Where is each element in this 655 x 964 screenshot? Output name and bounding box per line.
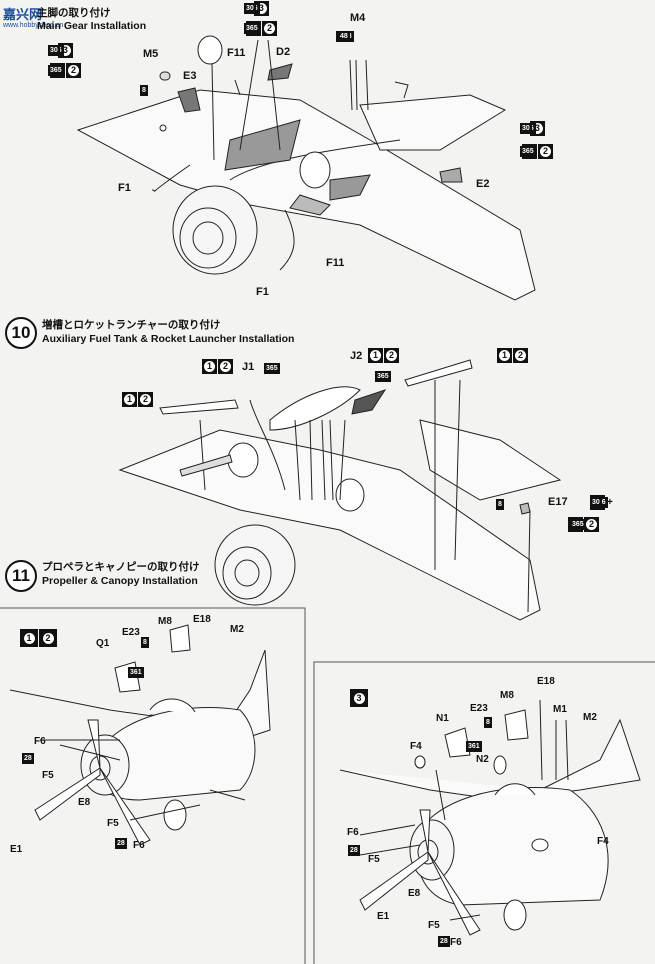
step9-mark-365-1-2-top: 365 12 [244, 20, 278, 36]
part-label-m1-right: M1 [553, 704, 567, 715]
step10-title-en: Auxiliary Fuel Tank & Rocket Launcher In… [42, 333, 295, 345]
part-label-f6-right-a: F6 [347, 827, 359, 838]
step9-title-jp: 主脚の取り付け [37, 7, 111, 19]
part-label-j1: J1 [242, 361, 255, 373]
part-label-e18-left: E18 [193, 614, 211, 625]
part-label-q1-left: Q1 [96, 638, 110, 649]
step11-number-badge: 11 [5, 560, 37, 592]
step9-aircraft-drawing [76, 35, 536, 301]
part-label-e8-right: E8 [408, 888, 421, 899]
part-label-f5-left-a: F5 [42, 770, 54, 781]
step11-title-en: Propeller & Canopy Installation [42, 575, 198, 587]
part-label-e2: E2 [476, 178, 490, 190]
part-label-m2-left: M2 [230, 624, 244, 635]
part-label-e23-right: E23 [470, 703, 488, 714]
part-label-d2: D2 [276, 46, 291, 58]
step10-number-badge: 10 [5, 317, 37, 349]
part-label-m5: M5 [143, 48, 159, 60]
part-label-f5-right-b: F5 [428, 920, 440, 931]
part-label-e3: E3 [183, 70, 197, 82]
step9-mark-365-1-2-right: 365 12 [520, 143, 554, 159]
part-label-f4-right-a: F4 [410, 741, 422, 752]
part-label-f6-right-b: F6 [450, 937, 462, 948]
part-label-n2-right: N2 [476, 754, 489, 765]
part-label-m4: M4 [350, 12, 366, 24]
step10-mark-1-2-365: 12 365 [568, 516, 600, 532]
part-label-e17: E17 [548, 496, 568, 508]
watermark-logo: 嘉兴网 [3, 7, 43, 22]
part-label-n1-right: N1 [436, 713, 449, 724]
part-label-f11-top: F11 [227, 47, 246, 59]
part-label-e8-left: E8 [78, 797, 91, 808]
step9-mark-316-30-3-right: 316+30 3 [520, 120, 546, 136]
part-label-f11-bottom: F11 [326, 257, 345, 269]
step11-right-mark-3: 3 [350, 689, 369, 707]
watermark-url: www.hobbyshop.cn [3, 22, 64, 29]
part-label-m8-left: M8 [158, 616, 172, 627]
step11-right-aircraft-drawing [339, 699, 641, 936]
step11-left-aircraft-drawing [9, 624, 271, 846]
part-label-e23-left: E23 [122, 627, 140, 638]
step10-mark-3-316-30: 3 316+30 [590, 494, 613, 510]
part-label-m8-right: M8 [500, 690, 514, 701]
step10-aircraft-drawing [118, 359, 562, 621]
part-label-f4-right-b: F4 [597, 836, 609, 847]
part-label-f6-left-b: F6 [133, 840, 145, 851]
part-label-j2: J2 [350, 350, 363, 362]
part-label-e1-right: E1 [377, 911, 390, 922]
step11-title-jp: プロペラとキャノピーの取り付け [42, 561, 200, 573]
part-label-e18-right: E18 [537, 676, 555, 687]
part-label-f5-left-b: F5 [107, 818, 119, 829]
step9-mark-316-30-3: 316+30 3 [244, 0, 270, 16]
part-label-f1-left: F1 [118, 182, 131, 194]
part-label-f6-left-a: F6 [34, 736, 46, 747]
step9-title-en: Main Gear Installation [37, 20, 147, 32]
part-label-f5-right-a: F5 [368, 854, 380, 865]
part-label-f1-bottom: F1 [256, 286, 269, 298]
step9-mark-316-30-3-left: 316+30 3 [48, 42, 74, 58]
step9-mark-365-1-2-left: 365 12 [48, 62, 82, 78]
step10-title-jp: 増槽とロケットランチャーの取り付け [42, 319, 221, 331]
part-label-m2-right: M2 [583, 712, 597, 723]
part-label-e1-left: E1 [10, 844, 23, 855]
